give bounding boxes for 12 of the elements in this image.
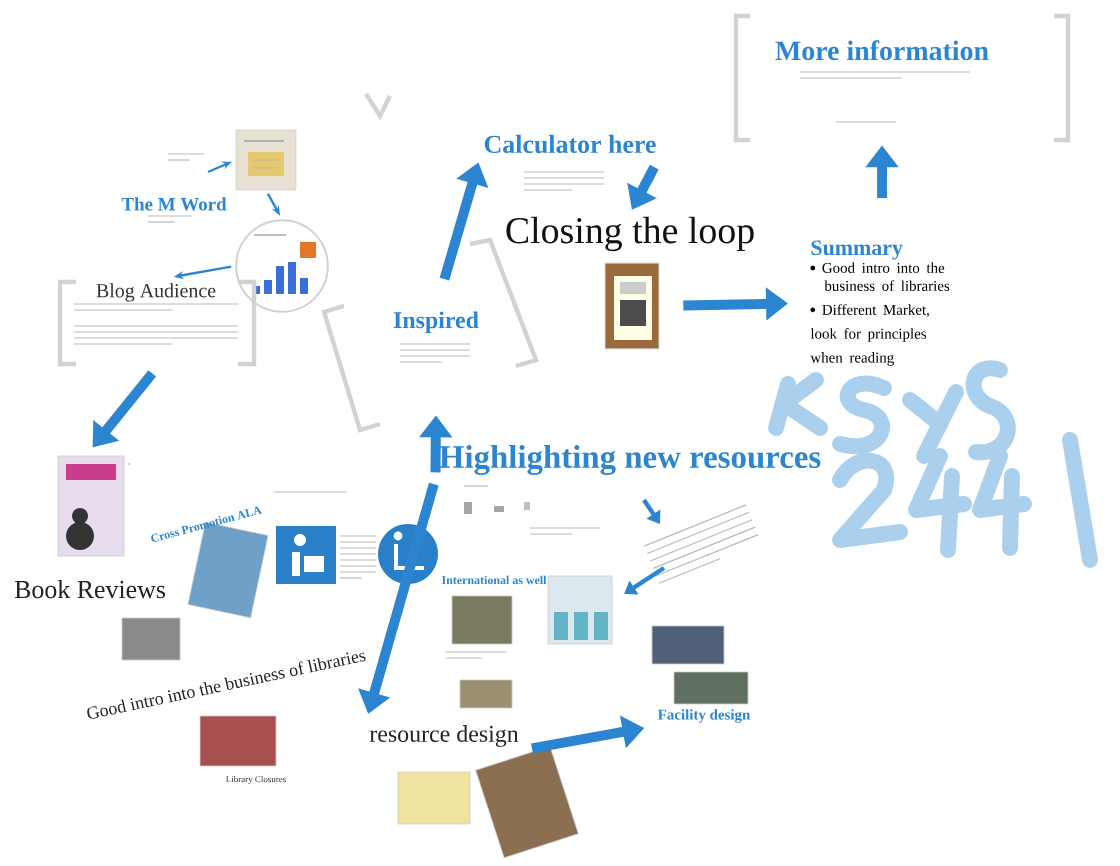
chart-picture (235, 219, 329, 313)
heading: Inspired (393, 311, 479, 334)
heading: Calculator here (484, 134, 656, 154)
heading: Closing the loop (506, 216, 754, 252)
picture (604, 262, 660, 350)
heading: resource design (369, 725, 519, 747)
heading: Blog Audience (96, 283, 216, 302)
picture (235, 129, 297, 191)
label: The M Word (121, 197, 227, 211)
label: Good intro into the business of libraries (87, 652, 366, 719)
heading: Highlighting new resources (439, 444, 821, 475)
heading: More information (775, 40, 989, 61)
